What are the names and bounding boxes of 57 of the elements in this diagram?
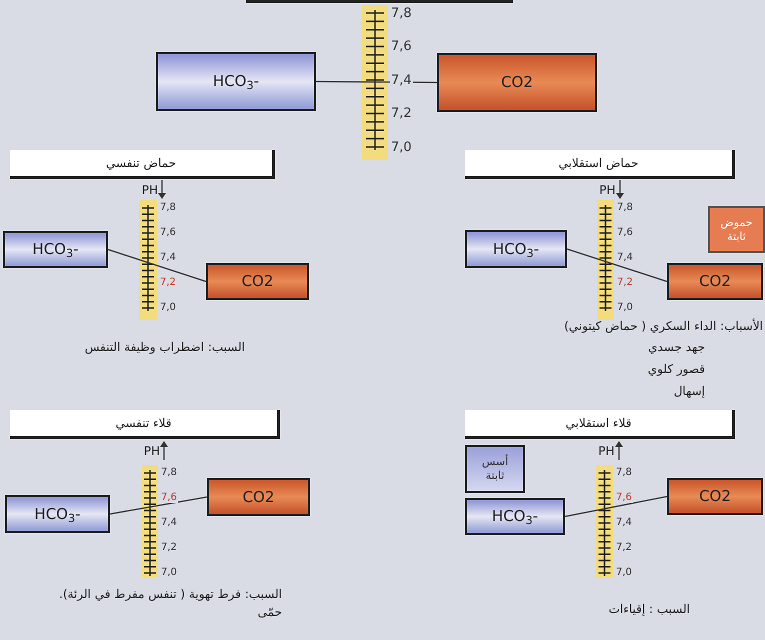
ph-tick-label: 7,0 bbox=[160, 568, 178, 578]
cause-text: إسهال bbox=[672, 383, 705, 400]
fixed-bases-box: أسس ثابتة bbox=[465, 445, 525, 493]
ph-tick-label: 7,6 bbox=[615, 493, 633, 503]
ph-tick-label: 7,4 bbox=[390, 74, 413, 86]
ph-tick-label: 7,0 bbox=[616, 303, 634, 313]
ph-tick-label: 7,4 bbox=[159, 253, 177, 263]
carbon-dioxide-box: CO2 bbox=[206, 263, 309, 300]
section-header-box: حماض استقلابي bbox=[465, 150, 735, 179]
connector-line bbox=[566, 248, 668, 282]
ph-tick-label: 7,6 bbox=[390, 40, 413, 53]
bicarbonate-box: HCO$_{3}$- bbox=[156, 52, 316, 111]
ph-tick-label: 7,2 bbox=[159, 278, 177, 288]
ph-axis-label: PH bbox=[598, 445, 614, 457]
bicarbonate-box: HCO$_{3}$- bbox=[465, 498, 565, 535]
ph-axis-label: PH bbox=[144, 445, 160, 457]
bicarbonate-box: HCO$_{3}$- bbox=[465, 230, 567, 268]
connector-line bbox=[564, 496, 668, 518]
ph-tick-label: 7,8 bbox=[159, 203, 177, 213]
ph-tick-label: 7,6 bbox=[616, 228, 634, 238]
ph-axis-label: PH bbox=[599, 184, 616, 196]
cause-text: جهد جسدي bbox=[647, 339, 705, 356]
ph-tick-label: 7,0 bbox=[615, 568, 633, 578]
ph-tick-label: 7,6 bbox=[160, 493, 178, 503]
connector-line bbox=[316, 80, 437, 84]
connector-line bbox=[108, 248, 206, 282]
ph-tick-label: 7,8 bbox=[615, 468, 633, 478]
ph-tick-label: 7,8 bbox=[390, 6, 413, 20]
ph-tick-label: 7,2 bbox=[160, 543, 178, 553]
ph-tick-label: 7,2 bbox=[616, 278, 634, 288]
ph-tick-label: 7,6 bbox=[159, 228, 177, 238]
ph-tick-label: 7,2 bbox=[615, 543, 633, 553]
ph-tick-label: 7,0 bbox=[390, 140, 413, 154]
carbon-dioxide-box: CO2 bbox=[437, 53, 597, 112]
ph-tick-label: 7,0 bbox=[159, 303, 177, 313]
ph-tick-label: 7,4 bbox=[160, 518, 178, 528]
ph-tick-label: 7,4 bbox=[616, 253, 634, 263]
ph-tick-label: 7,8 bbox=[616, 203, 634, 213]
ph-axis-label: PH bbox=[142, 184, 158, 196]
cause-text: السبب: اضطراب وظيفة التنفس bbox=[84, 339, 245, 356]
cause-text: الأسباب: الداء السكري ( حماض كيتوني) bbox=[563, 318, 763, 335]
ph-tick-label: 7,4 bbox=[615, 518, 633, 528]
carbon-dioxide-box: CO2 bbox=[207, 478, 310, 516]
bicarbonate-box: HCO$_{3}$- bbox=[3, 231, 108, 268]
cause-text: قصور كلوي bbox=[646, 361, 705, 378]
bicarbonate-box: HCO$_{3}$- bbox=[5, 495, 110, 533]
carbon-dioxide-box: CO2 bbox=[667, 478, 763, 515]
section-header-box: حماض تنفسي bbox=[10, 150, 275, 179]
ph-tick-label: 7,2 bbox=[390, 107, 413, 120]
cause-text: السبب : إقياءات bbox=[608, 601, 690, 618]
connector-line bbox=[110, 496, 208, 515]
carbon-dioxide-box: CO2 bbox=[667, 263, 763, 300]
ph-tick-label: 7,8 bbox=[160, 468, 178, 478]
section-header-box: قلاء تنفسي bbox=[10, 410, 280, 439]
section-header-box: قلاء استقلابي bbox=[465, 410, 735, 439]
cause-text: السبب: فرط تهوية ( تنفس مفرط في الرئة). حمّى bbox=[58, 586, 282, 621]
fixed-acids-box: حموض ثابتة bbox=[708, 206, 765, 253]
